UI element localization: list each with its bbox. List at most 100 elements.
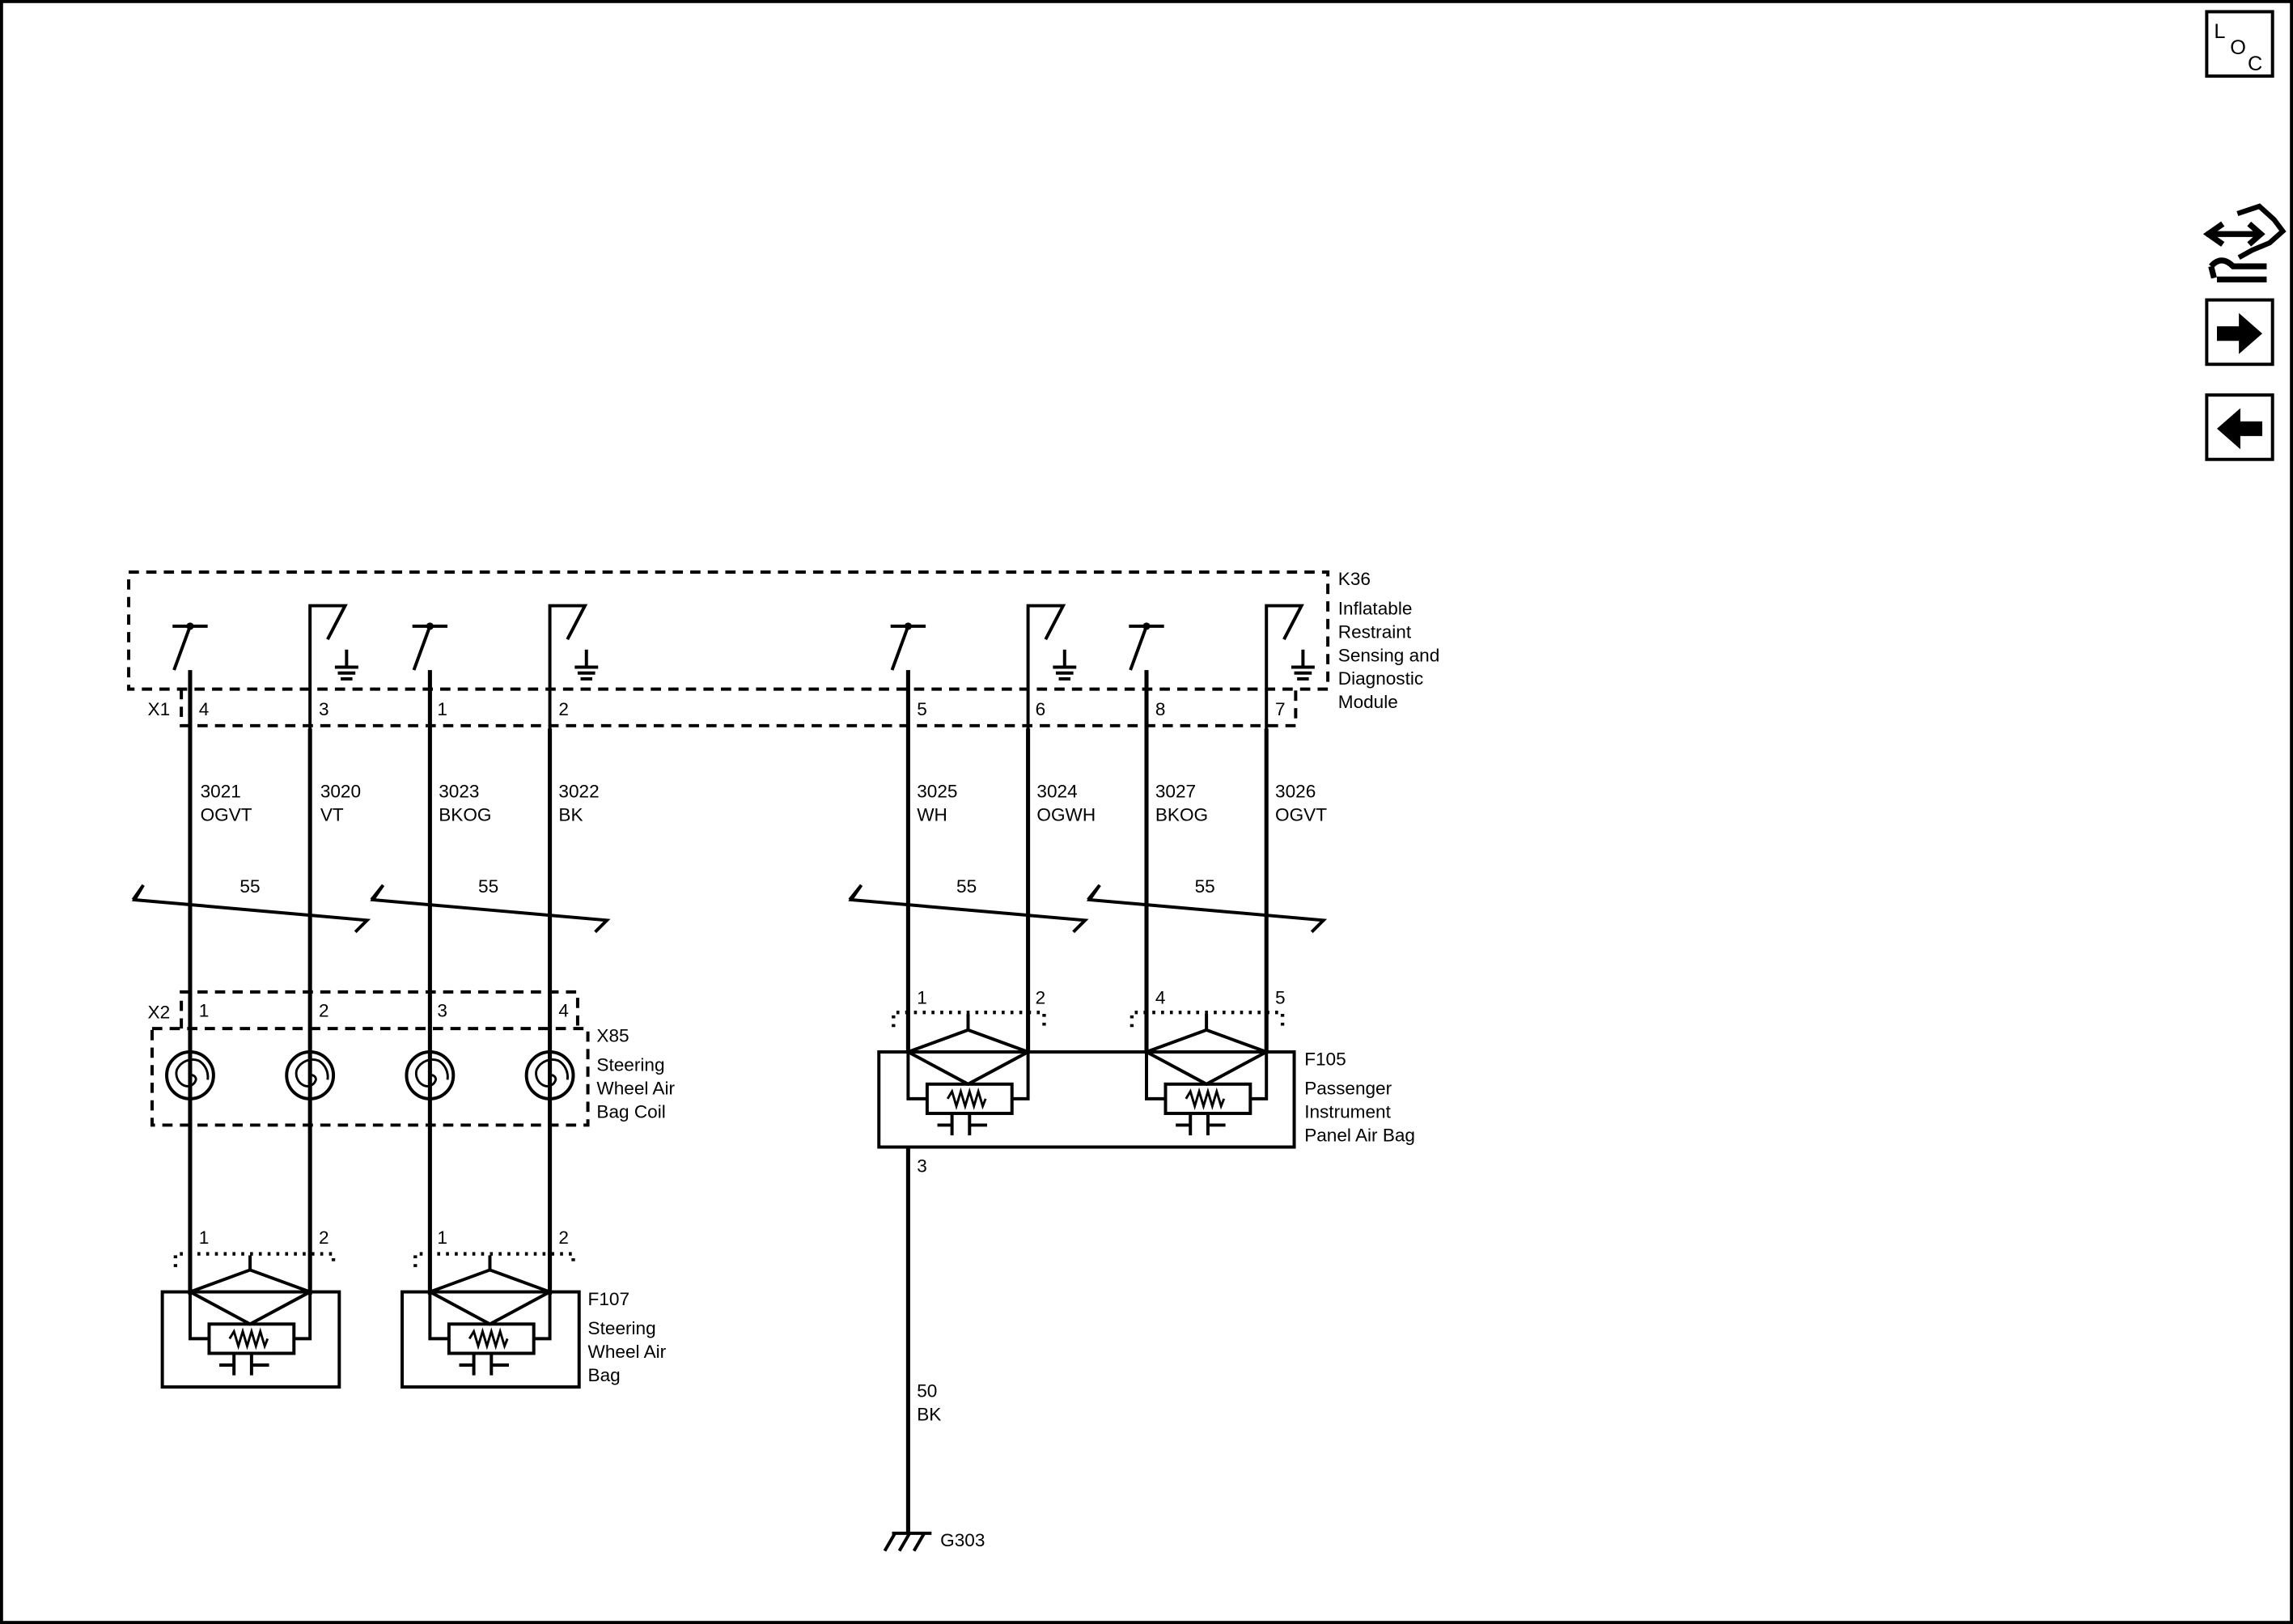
k36-pin-label: 8 (1155, 699, 1166, 719)
wire-color-label: BK (558, 804, 583, 825)
f107-pin-label: 1 (437, 1228, 447, 1248)
twisted-pair-marker: 55 (370, 876, 611, 934)
k36-low-side-switch-2 (548, 604, 599, 729)
x85-name-line-3: Bag Coil (596, 1101, 665, 1122)
f107-pin-label: 2 (319, 1228, 329, 1248)
x85-pin-label: 1 (199, 1001, 210, 1021)
x85-name-line-1: Steering (596, 1055, 664, 1075)
k36-pin-label: 5 (917, 699, 927, 719)
k36-low-side-switch-4 (1265, 604, 1315, 729)
wire-color-label: WH (917, 804, 947, 825)
f107-stage-2 (401, 1252, 581, 1389)
x85-coil-outline (150, 1027, 590, 1127)
wrench-connector-icon[interactable] (2202, 203, 2287, 282)
k36-high-side-switch-4 (1129, 622, 1164, 671)
twisted-pair-label: 55 (239, 876, 260, 897)
arrow-left-icon (2217, 408, 2263, 450)
k36-connector-x1-outline (180, 689, 1298, 727)
f107-pin-label: 1 (199, 1228, 210, 1248)
f107-stage-1 (160, 1252, 341, 1389)
x85-connector-label: X2 (148, 1002, 171, 1022)
x85-pin-label: 3 (437, 1001, 447, 1021)
wire-circuit-label: 3021 (201, 781, 241, 801)
f105-name-line-1: Passenger (1304, 1078, 1392, 1098)
f107-name-line-3: Bag (588, 1365, 621, 1385)
k36-ref-label: K36 (1338, 569, 1371, 589)
x85-connector-x2-outline (180, 990, 579, 1029)
twisted-pair-marker: 55 (848, 876, 1089, 934)
ground-wire-color-label: BK (917, 1405, 941, 1425)
twisted-pair-label: 55 (1195, 876, 1215, 897)
wire-color-label: VT (320, 804, 344, 825)
loc-letter-c: C (2248, 53, 2262, 75)
wire-circuit-label: 3023 (439, 781, 479, 801)
loc-letter-l: L (2214, 20, 2225, 43)
k36-pin-label: 3 (319, 699, 329, 719)
k36-name-line-2: Restraint (1338, 621, 1412, 642)
f105-ground-pin-label: 3 (917, 1155, 927, 1176)
f105-pin-label: 4 (1155, 987, 1166, 1007)
ground-ref-label: G303 (940, 1530, 985, 1550)
wire-color-label: BKOG (1155, 804, 1208, 825)
f107-ref-label: F107 (588, 1289, 629, 1309)
f105-pin-label: 1 (917, 987, 927, 1007)
f105-pin-label: 5 (1275, 987, 1286, 1007)
k36-high-side-switch-1 (172, 622, 208, 671)
f105-ref-label: F105 (1304, 1049, 1346, 1069)
k36-name-line-4: Diagnostic (1338, 668, 1423, 689)
wire-color-label: OGVT (1275, 804, 1327, 825)
k36-pin-label: 1 (437, 699, 447, 719)
k36-pin-label: 6 (1036, 699, 1046, 719)
f107-name-line-2: Wheel Air (588, 1342, 667, 1362)
k36-low-side-switch-1 (308, 604, 358, 729)
coil-spiral-icon (524, 1050, 575, 1100)
k36-name-line-1: Inflatable (1338, 598, 1413, 618)
coil-spiral-icon (285, 1050, 336, 1100)
loc-button[interactable]: L O C (2205, 10, 2274, 78)
k36-high-side-switch-3 (890, 622, 926, 671)
k36-low-side-switch-3 (1026, 604, 1077, 729)
x85-pin-label: 4 (558, 1001, 569, 1021)
f107-pin-label: 2 (558, 1228, 569, 1248)
x85-ref-label: X85 (596, 1025, 629, 1045)
wire-color-label: BKOG (439, 804, 491, 825)
wire-color-label: OGWH (1036, 804, 1096, 825)
arrow-right-button[interactable] (2205, 298, 2274, 367)
arrow-right-icon (2217, 312, 2263, 354)
wire-circuit-label: 3027 (1155, 781, 1196, 801)
x85-name-line-2: Wheel Air (596, 1078, 675, 1098)
wire-color-label: OGVT (201, 804, 252, 825)
twisted-pair-marker: 55 (131, 876, 371, 934)
wire-circuit-label: 3022 (558, 781, 599, 801)
wire-circuit-label: 3025 (917, 781, 957, 801)
ground-symbol-icon (883, 1531, 932, 1552)
f105-name-line-2: Instrument (1304, 1101, 1391, 1122)
wire-circuit-label: 3020 (320, 781, 361, 801)
f107-name-line-1: Steering (588, 1318, 656, 1338)
arrow-left-button[interactable] (2205, 393, 2274, 461)
x85-pin-label: 2 (319, 1001, 329, 1021)
wire-circuit-label: 3024 (1036, 781, 1077, 801)
ground-wire-circuit-label: 50 (917, 1381, 937, 1401)
loc-letter-o: O (2230, 36, 2246, 59)
k36-high-side-switch-2 (412, 622, 448, 671)
f105-stage-1 (906, 1014, 1030, 1136)
wire-circuit-label: 3026 (1275, 781, 1316, 801)
twisted-pair-label: 55 (956, 876, 977, 897)
k36-module-outline (127, 570, 1330, 691)
f105-connector-outline (892, 1011, 1285, 1028)
twisted-pair-marker: 55 (1086, 876, 1328, 934)
k36-name-line-3: Sensing and (1338, 645, 1440, 665)
k36-pin-label: 2 (558, 699, 569, 719)
k36-pin-label: 7 (1275, 699, 1286, 719)
f105-stage-2 (1145, 1014, 1269, 1136)
f105-name-line-3: Panel Air Bag (1304, 1125, 1415, 1145)
coil-spiral-icon (405, 1050, 456, 1100)
twisted-pair-label: 55 (478, 876, 498, 897)
k36-name-line-5: Module (1338, 692, 1398, 712)
f105-airbag-outline (877, 1050, 1296, 1149)
coil-spiral-icon (165, 1050, 215, 1100)
k36-connector-label: X1 (148, 699, 171, 719)
